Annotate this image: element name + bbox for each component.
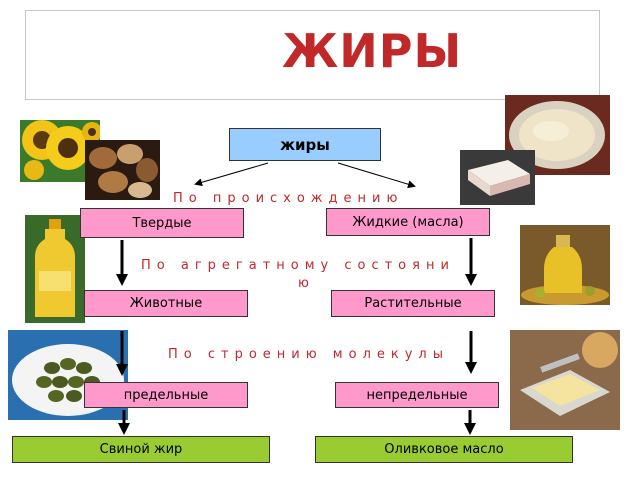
title-frame [25, 10, 600, 100]
caption-by-origin: По происхождению [173, 191, 404, 206]
caption-by-state-line2: ю [298, 276, 315, 291]
arrow-root-right [337, 162, 416, 189]
node-olive-oil: Оливковое масло [315, 436, 573, 463]
node-animal: Животные [84, 290, 248, 317]
sunflower-image [20, 120, 100, 182]
lard-image [460, 150, 535, 205]
oil-bottle-image [25, 215, 85, 323]
root-node-fats: жиры [229, 128, 381, 161]
nuts-image [85, 140, 160, 200]
butter-image [510, 330, 620, 430]
node-vegetable: Растительные [331, 290, 495, 317]
node-saturated: предельные [84, 382, 248, 408]
node-unsaturated: непредельные [335, 382, 499, 408]
olive-oil-jar-image [520, 225, 610, 305]
node-liquid-oils: Жидкие (масла) [326, 208, 490, 236]
page-title: ЖИРЫ [282, 24, 463, 78]
node-solid: Твердые [80, 208, 244, 238]
caption-by-state-line1: По агрегатному состояни [141, 258, 455, 273]
node-pork-fat: Свиной жир [12, 436, 270, 463]
arrow-root-left [194, 162, 269, 187]
caption-by-molecule-structure: По строению молекулы [168, 347, 449, 362]
